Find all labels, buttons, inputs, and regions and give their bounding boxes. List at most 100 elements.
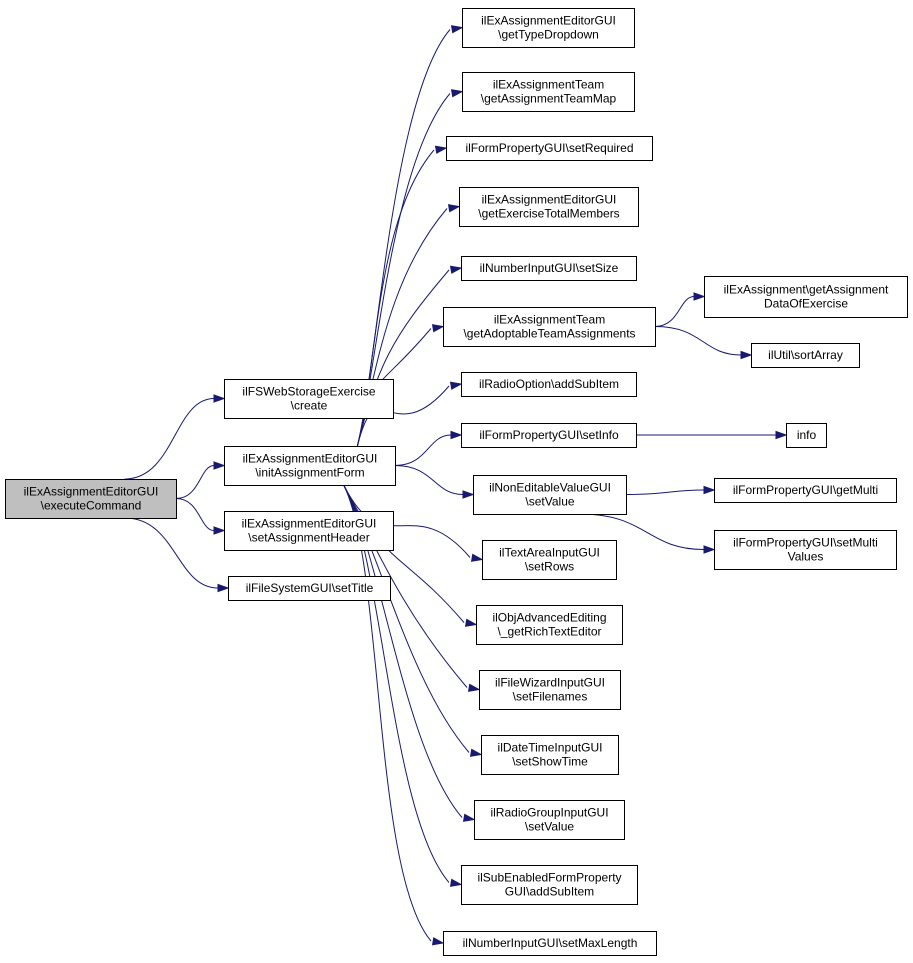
node-n_setFilenames[interactable]: ilFileWizardInputGUI\setFilenames (479, 670, 621, 710)
node-n_setTitle[interactable]: ilFileSystemGUI\setTitle (228, 576, 391, 601)
node-box (481, 735, 619, 775)
node-n_setMaxLength[interactable]: ilNumberInputGUI\setMaxLength (443, 931, 657, 956)
arrowhead-n_getAssignmentData-20 (693, 292, 706, 301)
node-label: ilFileSystemGUI\setTitle (246, 581, 374, 595)
arrowhead-n_radioGroupSetValue-17 (462, 813, 476, 822)
node-n_addSubItemRadio[interactable]: ilRadioOption\addSubItem (461, 372, 637, 397)
node-label: \executeCommand (41, 499, 142, 513)
node-n_create[interactable]: ilFSWebStorageExercise\create (224, 379, 394, 419)
node-label: ilRadioGroupInputGUI (490, 806, 608, 820)
nodes-layer: ilExAssignmentEditorGUI\executeCommandil… (5, 8, 908, 956)
node-label: ilTextAreaInputGUI (499, 546, 600, 560)
arrowhead-n_sortArray-21 (740, 350, 753, 360)
arrowhead-n_setSize-8 (449, 265, 463, 274)
arrowhead-n_setFilenames-15 (467, 683, 481, 692)
arrowhead-n_setTitle-3 (217, 583, 230, 593)
node-box (473, 475, 627, 515)
node-n_setInfo[interactable]: ilFormPropertyGUI\setInfo (461, 423, 637, 448)
node-label: ilNumberInputGUI\setSize (480, 261, 619, 275)
node-box (443, 307, 656, 347)
node-n_info[interactable]: info (786, 423, 827, 448)
edge-n_nonEditSetValue-to-n_getMulti (625, 489, 705, 495)
node-label: ilSubEnabledFormProperty (477, 871, 621, 885)
node-label: ilExAssignmentEditorGUI (243, 452, 378, 466)
node-n_sortArray[interactable]: ilUtil\sortArray (751, 343, 860, 368)
arrowhead-n_getTotalMembers-7 (447, 204, 461, 213)
node-box (5, 479, 177, 519)
edge-n_getAdoptable-to-n_getAssignmentData (654, 296, 695, 327)
node-label: ilFormPropertyGUI\getMulti (733, 483, 878, 497)
node-n_nonEditSetValue[interactable]: ilNonEditableValueGUI\setValue (473, 475, 627, 515)
node-n_init[interactable]: ilExAssignmentEditorGUI\initAssignmentFo… (224, 446, 396, 486)
node-n_getTypeDropdown[interactable]: ilExAssignmentEditorGUI\getTypeDropdown (462, 8, 635, 48)
edge-n_getAdoptable-to-n_sortArray (654, 326, 742, 356)
node-n_getAdoptable[interactable]: ilExAssignmentTeam\getAdoptableTeamAssig… (443, 307, 656, 347)
node-box (461, 256, 637, 281)
node-label: Values (788, 550, 824, 564)
arrowhead-n_init-1 (213, 461, 226, 470)
node-label: \setShowTime (512, 755, 588, 769)
node-box (461, 865, 638, 905)
node-box (461, 372, 637, 397)
node-n_setHeader[interactable]: ilExAssignmentEditorGUI\setAssignmentHea… (224, 511, 394, 551)
node-box (714, 478, 897, 503)
node-n_radioGroupSetValue[interactable]: ilRadioGroupInputGUI\setValue (474, 800, 625, 840)
node-label: \setRows (525, 560, 574, 574)
edge-root-to-n_init (175, 465, 215, 499)
node-box (751, 343, 860, 368)
arrowhead-n_richText-14 (464, 618, 478, 627)
node-n_richText[interactable]: ilObjAdvancedEditing\_getRichTextEditor (476, 605, 623, 645)
node-n_setRequired[interactable]: ilFormPropertyGUI\setRequired (446, 136, 653, 161)
node-n_getAssignmentData[interactable]: ilExAssignment\getAssignmentDataOfExerci… (704, 276, 908, 318)
node-n_getMulti[interactable]: ilFormPropertyGUI\getMulti (714, 478, 897, 503)
arrowhead-n_getMulti-23 (703, 485, 716, 495)
arrowhead-n_info-22 (775, 430, 788, 440)
node-n_setSize[interactable]: ilNumberInputGUI\setSize (461, 256, 637, 281)
edge-root-to-n_create (124, 398, 215, 480)
edges-layer (124, 25, 788, 946)
node-label: \setValue (525, 820, 574, 834)
node-label: \create (291, 399, 328, 413)
node-label: ilNonEditableValueGUI (489, 481, 611, 495)
node-label: ilExAssignmentTeam (493, 78, 604, 92)
edge-root-to-n_setHeader (175, 498, 215, 531)
node-box (461, 423, 637, 448)
arrowhead-n_getTeamMap-5 (450, 89, 464, 98)
node-n_setShowTime[interactable]: ilDateTimeInputGUI\setShowTime (481, 735, 619, 775)
node-label: ilExAssignmentEditorGUI (242, 517, 377, 531)
node-box (482, 540, 617, 580)
node-root[interactable]: ilExAssignmentEditorGUI\executeCommand (5, 479, 177, 519)
node-label: \getAssignmentTeamMap (481, 92, 617, 106)
node-n_getTeamMap[interactable]: ilExAssignmentTeam\getAssignmentTeamMap (462, 72, 635, 112)
node-label: \setAssignmentHeader (248, 531, 369, 545)
node-label: DataOfExercise (764, 297, 848, 311)
node-box (714, 530, 897, 570)
node-label: ilUtil\sortArray (768, 348, 843, 362)
arrowhead-n_setInfo-11 (450, 430, 463, 440)
arrowhead-n_subEnabledAddSubItem-18 (449, 878, 463, 887)
arrowhead-n_getAdoptable-9 (431, 324, 445, 333)
arrowhead-n_create-0 (213, 394, 226, 403)
node-box (462, 72, 635, 112)
node-label: ilFormPropertyGUI\setRequired (465, 141, 633, 155)
node-n_getTotalMembers[interactable]: ilExAssignmentEditorGUI\getExerciseTotal… (459, 187, 639, 227)
node-label: \setFilenames (513, 690, 588, 704)
node-label: ilFileWizardInputGUI (495, 676, 605, 690)
node-label: ilExAssignmentTeam (494, 313, 605, 327)
node-label: info (797, 428, 817, 442)
node-label: \getAdoptableTeamAssignments (463, 327, 635, 341)
node-label: ilExAssignment\getAssignment (724, 283, 889, 297)
arrowhead-n_getTypeDropdown-4 (450, 25, 464, 34)
arrowhead-n_setRows-13 (470, 553, 484, 562)
node-label: ilDateTimeInputGUI (498, 741, 603, 755)
node-box (228, 576, 391, 601)
node-n_setRows[interactable]: ilTextAreaInputGUI\setRows (482, 540, 617, 580)
node-label: ilFormPropertyGUI\setInfo (479, 428, 619, 442)
node-box (786, 423, 827, 448)
arrowhead-n_addSubItemRadio-10 (449, 381, 463, 390)
edge-n_init-to-n_setInfo (394, 434, 452, 466)
node-box (443, 931, 657, 956)
edge-n_init-to-n_setSize (356, 269, 450, 447)
